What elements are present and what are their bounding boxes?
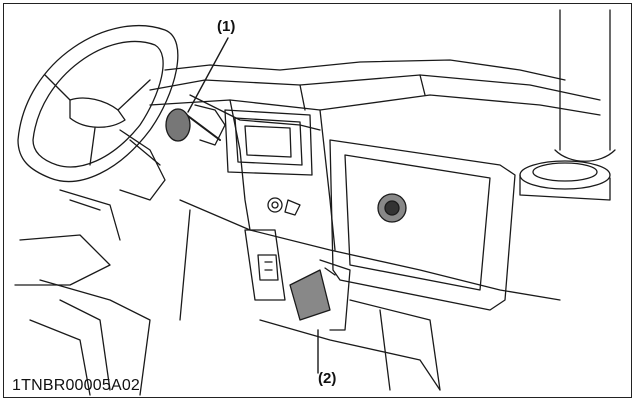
cup-holder [519,160,611,201]
seat-floor-left [14,189,151,396]
glove-box [329,139,516,311]
floor-console [259,299,441,391]
steering-column [119,129,166,201]
gear-shift-lever [165,104,226,146]
ignition-switch [267,197,301,216]
pedal-assembly [244,229,351,331]
leader-lines [187,37,319,374]
figure-border [3,3,632,398]
steering-wheel [17,25,179,183]
callout-label-1: (1) [217,18,236,35]
dashboard [149,59,601,321]
callout-label-2: (2) [318,370,337,387]
meter-panel [224,109,313,176]
roll-bar-pillar [554,9,616,162]
figure-code: 1TNBR00005A02 [12,377,141,394]
